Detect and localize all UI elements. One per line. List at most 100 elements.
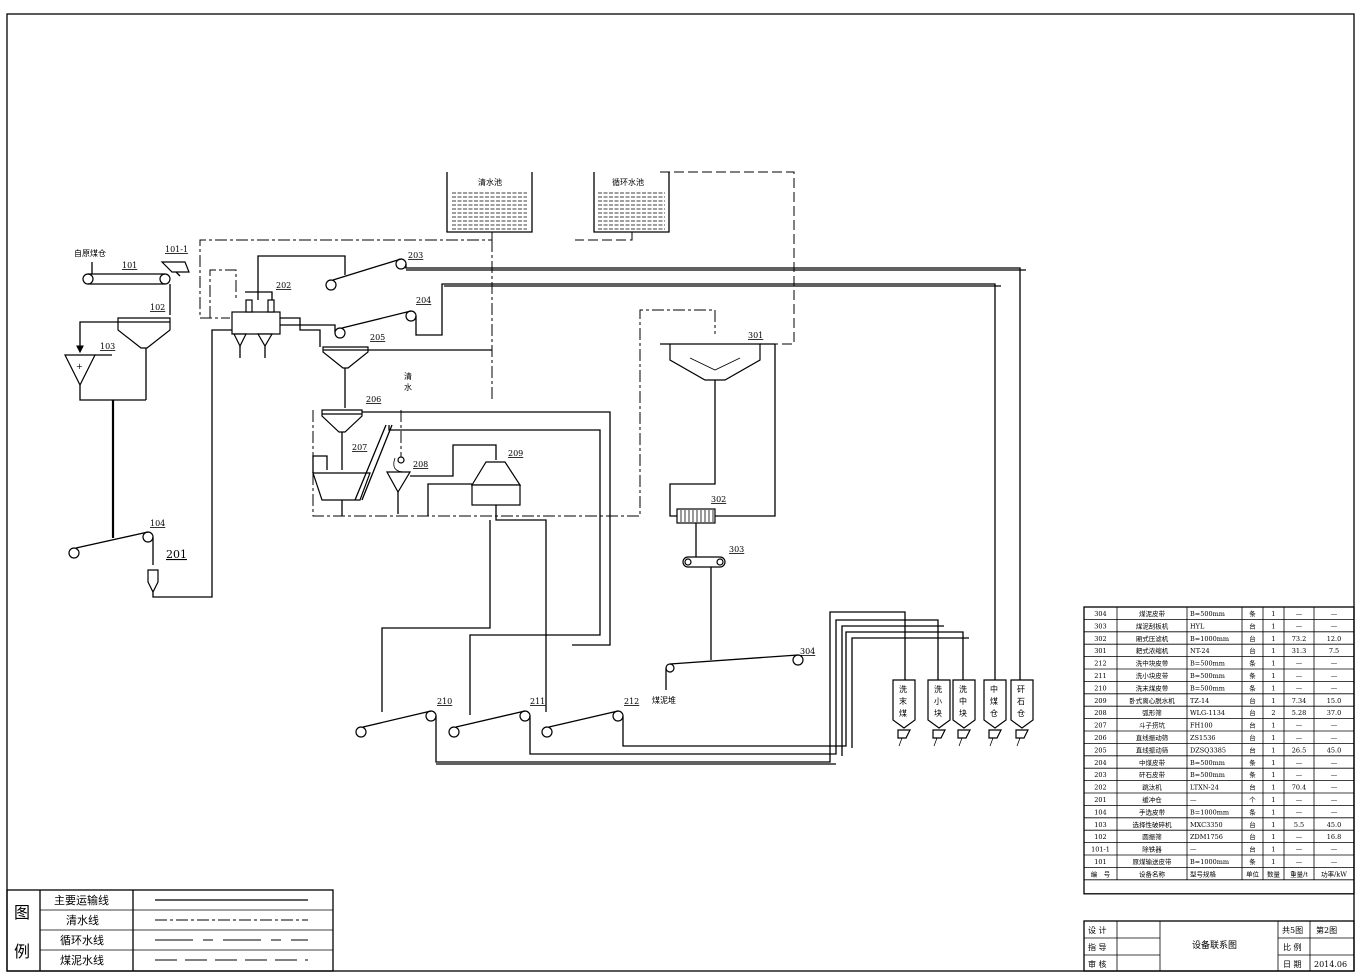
tag-211: 211 — [530, 697, 545, 706]
tag-301: 301 — [748, 331, 763, 340]
table-cell: — — [1331, 660, 1338, 668]
table-cell: 型号规格 — [1190, 869, 1217, 878]
tag-203: 203 — [408, 251, 423, 260]
table-cell: 12.0 — [1327, 635, 1341, 643]
slime-pile-label: 煤泥堆 — [652, 695, 676, 705]
table-cell: 设备名称 — [1139, 869, 1166, 878]
table-cell: — — [1296, 846, 1303, 854]
table-cell: — — [1296, 734, 1303, 742]
table-cell: 1 — [1271, 821, 1275, 829]
bin-feeder — [897, 729, 911, 739]
guide-label: 指 导 — [1088, 942, 1107, 952]
slime-belt-304: 304 — [665, 647, 815, 673]
table-cell: 202 — [1094, 784, 1106, 792]
table-cell: NT-24 — [1190, 647, 1210, 655]
table-cell: 5.28 — [1292, 709, 1306, 717]
bin-label-char: 煤 — [990, 696, 998, 706]
table-cell: — — [1296, 722, 1303, 730]
table-cell: B=500mm — [1190, 684, 1225, 692]
table-cell: 功率/kW — [1321, 869, 1347, 878]
table-cell: 条 — [1249, 671, 1256, 680]
table-cell: 1 — [1271, 672, 1275, 680]
bin-feeder — [988, 729, 1002, 739]
scale-label: 比 例 — [1283, 942, 1302, 952]
tag-202: 202 — [276, 281, 291, 290]
table-cell: B=1000mm — [1190, 808, 1229, 816]
clear-water-line — [199, 232, 716, 517]
bin-feeder — [1015, 729, 1029, 739]
table-cell: 16.8 — [1327, 833, 1341, 841]
table-cell: 台 — [1249, 820, 1256, 829]
tag-206: 206 — [366, 395, 381, 404]
table-cell: — — [1331, 808, 1338, 816]
table-cell: 207 — [1094, 722, 1106, 730]
legend: 图 例 主要运输线 清水线 循环水线 煤泥水线 — [6, 889, 334, 972]
table-cell: 台 — [1249, 783, 1256, 792]
tag-210: 210 — [437, 697, 452, 706]
table-cell: FH100 — [1190, 722, 1213, 730]
bucket-pit-207: 207 — [312, 424, 393, 501]
table-cell: — — [1331, 858, 1338, 866]
table-cell: B=500mm — [1190, 672, 1225, 680]
bin-label-char: 小 — [934, 697, 942, 706]
bin-discharge — [958, 737, 963, 747]
belt-212: 212 — [541, 697, 639, 738]
table-cell: 原煤输送皮带 — [1133, 857, 1173, 866]
table-cell: B=500mm — [1190, 660, 1225, 668]
tag-102: 102 — [150, 303, 165, 312]
product-bin: 中煤仓 — [983, 679, 1007, 747]
vibrating-screen-205: 205 — [322, 333, 385, 369]
table-cell: 101-1 — [1091, 846, 1110, 854]
total-sheets: 共5图 — [1282, 926, 1303, 935]
table-cell: 210 — [1094, 684, 1106, 692]
table-cell: 103 — [1094, 821, 1106, 829]
table-cell: 台 — [1249, 621, 1256, 630]
table-cell: 1 — [1271, 771, 1275, 779]
tag-103: 103 — [100, 342, 115, 351]
table-cell: WLG-1134 — [1190, 709, 1225, 717]
bin-discharge — [898, 737, 903, 747]
table-cell: 204 — [1094, 759, 1106, 767]
table-cell: 台 — [1249, 832, 1256, 841]
table-cell: — — [1296, 796, 1303, 804]
table-cell: — — [1190, 846, 1197, 854]
bin-label-char: 洗 — [934, 684, 942, 694]
bin-label-char: 石 — [1017, 697, 1025, 706]
tag-101: 101 — [122, 261, 137, 270]
tag-209: 209 — [508, 449, 523, 458]
table-cell: 209 — [1094, 697, 1106, 705]
table-cell: 煤泥刮板机 — [1136, 621, 1169, 630]
table-cell: 304 — [1094, 610, 1106, 618]
bin-feeder — [932, 729, 946, 739]
table-cell: — — [1296, 833, 1303, 841]
bin-label-char: 中 — [959, 696, 967, 706]
table-cell: 104 — [1094, 808, 1106, 816]
clear-water-char-2: 水 — [404, 382, 412, 392]
circulating-water-line — [575, 171, 795, 345]
product-bin: 洗末煤 — [892, 679, 916, 747]
table-cell: 台 — [1249, 634, 1256, 643]
table-cell: 1 — [1271, 622, 1275, 630]
table-cell: 1 — [1271, 610, 1275, 618]
table-cell: 除铁器 — [1142, 845, 1162, 854]
table-cell: 31.3 — [1292, 647, 1306, 655]
table-cell: 208 — [1094, 709, 1106, 717]
table-cell: — — [1331, 610, 1338, 618]
legend-item-slime-water: 煤泥水线 — [60, 953, 104, 967]
belt-101: 101 — [82, 261, 171, 285]
date-value: 2014.06 — [1314, 960, 1347, 969]
tag-204: 204 — [416, 296, 431, 305]
table-cell: 1 — [1271, 684, 1275, 692]
table-cell: 条 — [1249, 659, 1256, 668]
bin-label-char: 中 — [990, 684, 998, 694]
product-bin: 洗中块 — [952, 679, 976, 747]
